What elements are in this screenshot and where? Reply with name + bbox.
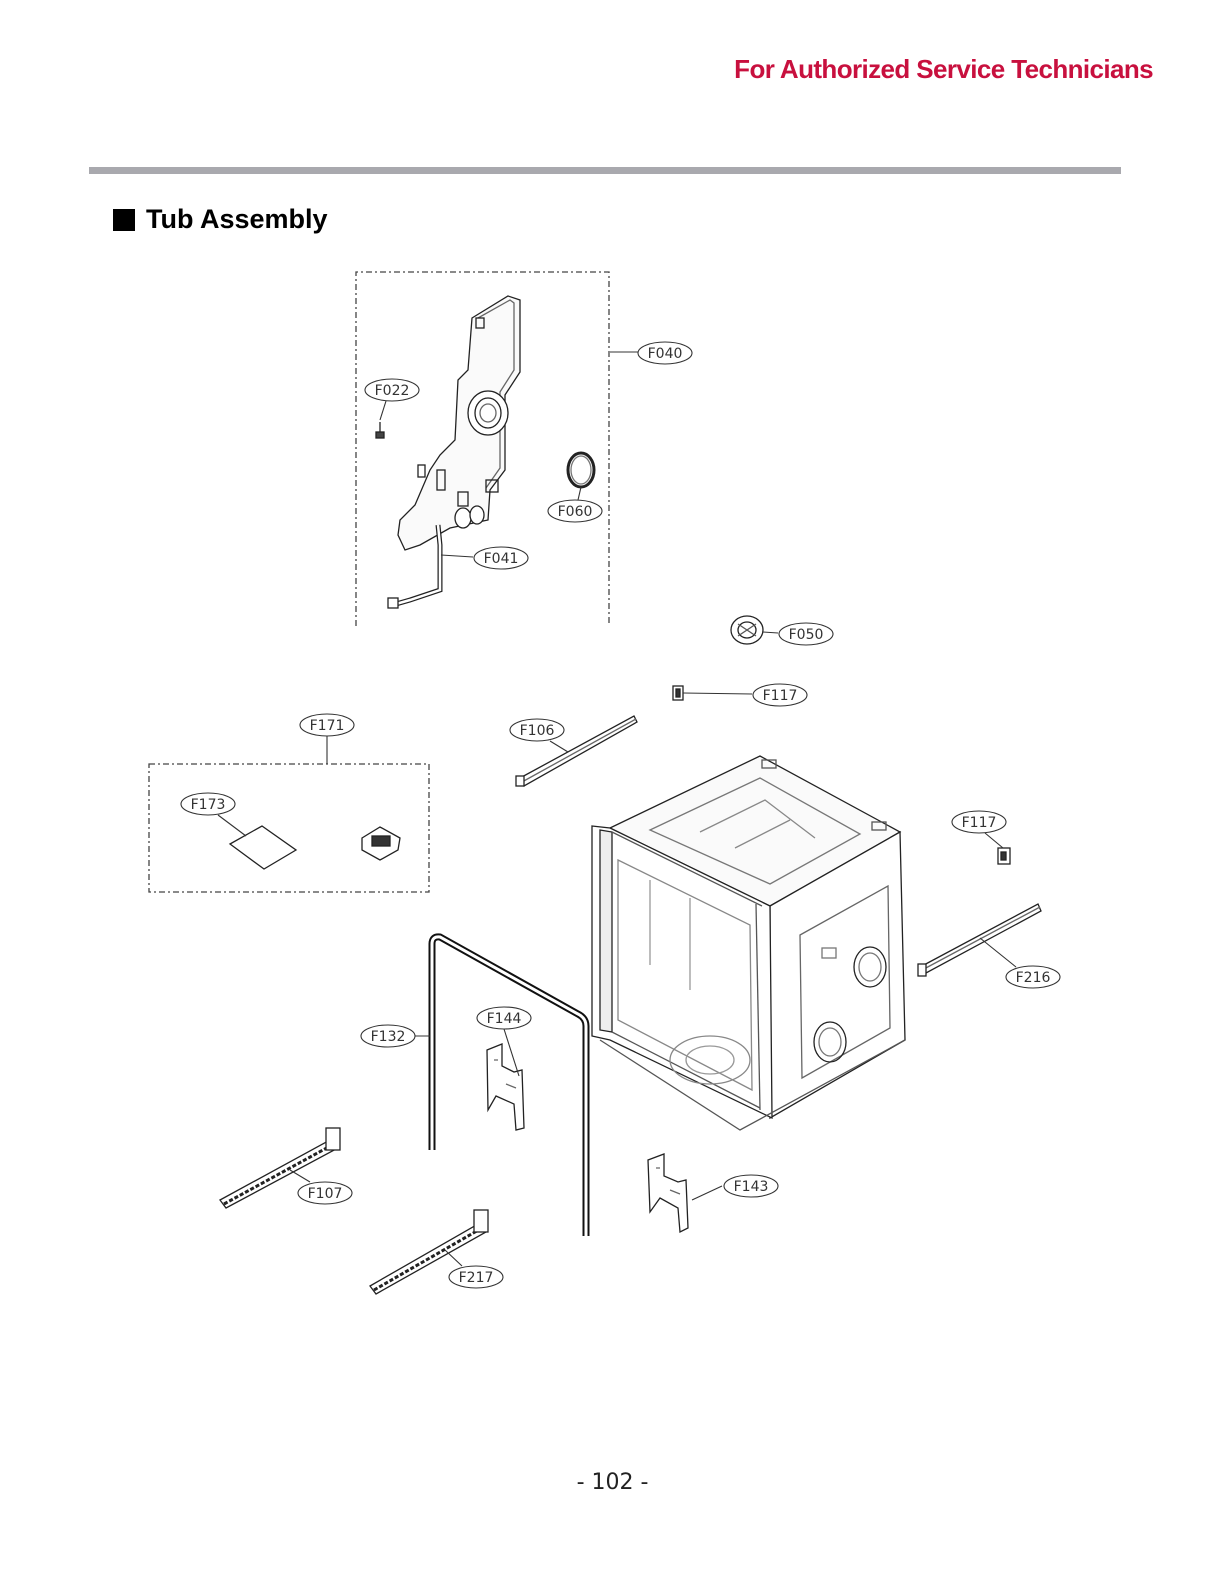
part-f171-clip: [361, 826, 401, 861]
callout-f217: F217: [448, 1265, 504, 1289]
callout-f216: F216: [1005, 965, 1061, 989]
callout-f107: F107: [297, 1181, 353, 1205]
leader-f050: [762, 631, 779, 634]
leader-f106: [549, 740, 569, 753]
callout-f060: F060: [547, 499, 603, 523]
svg-text:F060: F060: [558, 504, 593, 520]
section-title: Tub Assembly: [113, 204, 328, 235]
leader-f107: [289, 1169, 311, 1183]
part-f117-clip-right: [997, 847, 1011, 865]
callout-f117-right: F117: [951, 810, 1007, 834]
bullet-square-icon: [113, 208, 135, 231]
part-f107-rail: [219, 1127, 341, 1209]
part-f040-panel: [397, 295, 521, 551]
leader-f117b: [984, 832, 1004, 849]
svg-text:F022: F022: [375, 383, 410, 399]
leader-f173: [217, 814, 247, 837]
svg-text:F132: F132: [371, 1029, 406, 1045]
part-tub-body: [591, 755, 906, 1131]
part-f216-rail: [917, 903, 1042, 977]
group-box-f040: [355, 271, 610, 626]
part-f117-clip-top: [672, 685, 684, 701]
svg-text:F106: F106: [520, 723, 555, 739]
svg-text:F107: F107: [308, 1186, 343, 1202]
part-f060-ring: [566, 451, 596, 489]
group-box-f171: [148, 763, 430, 893]
part-f132-gasket: [428, 933, 590, 1236]
callout-f022: F022: [364, 378, 420, 402]
callout-f050: F050: [778, 622, 834, 646]
svg-text:F050: F050: [789, 627, 824, 643]
leader-f022: [379, 400, 387, 421]
leader-f117a: [682, 692, 753, 695]
part-f106-rail: [515, 715, 638, 787]
leader-f060: [577, 486, 582, 501]
callout-f132: F132: [360, 1024, 416, 1048]
callout-f106: F106: [509, 718, 565, 742]
svg-text:F041: F041: [484, 551, 519, 567]
callout-f173: F173: [180, 792, 236, 816]
leader-f041: [440, 554, 474, 558]
svg-text:F143: F143: [734, 1179, 769, 1195]
svg-text:F144: F144: [487, 1011, 522, 1027]
svg-text:F040: F040: [648, 346, 683, 362]
leader-f216: [979, 937, 1017, 968]
callout-f143: F143: [723, 1174, 779, 1198]
svg-text:F173: F173: [191, 797, 226, 813]
header-divider: [89, 167, 1121, 174]
part-f050-cap: [730, 615, 764, 645]
callout-f144: F144: [476, 1006, 532, 1030]
svg-text:F217: F217: [459, 1270, 494, 1286]
callout-f041: F041: [473, 546, 529, 570]
callout-f040: F040: [637, 341, 693, 365]
part-f217-rail: [369, 1209, 489, 1295]
leader-f217: [444, 1249, 463, 1267]
callout-f171: F171: [299, 713, 355, 737]
part-f144-bracket: [486, 1043, 525, 1131]
leader-f144: [503, 1028, 520, 1077]
section-title-text: Tub Assembly: [146, 204, 328, 234]
leader-f143: [691, 1185, 723, 1201]
svg-text:F117: F117: [763, 688, 798, 704]
part-f173-sheet: [228, 825, 298, 870]
callout-f117-top: F117: [752, 683, 808, 707]
header-authorized-technicians: For Authorized Service Technicians: [734, 54, 1153, 84]
svg-text:F216: F216: [1016, 970, 1051, 986]
svg-text:F117: F117: [962, 815, 997, 831]
part-f022-screw: [375, 422, 385, 439]
part-f143-bracket: [647, 1153, 689, 1234]
part-f041-hose: [387, 524, 443, 609]
svg-text:F171: F171: [310, 718, 345, 734]
page-number: - 102 -: [576, 1470, 649, 1495]
